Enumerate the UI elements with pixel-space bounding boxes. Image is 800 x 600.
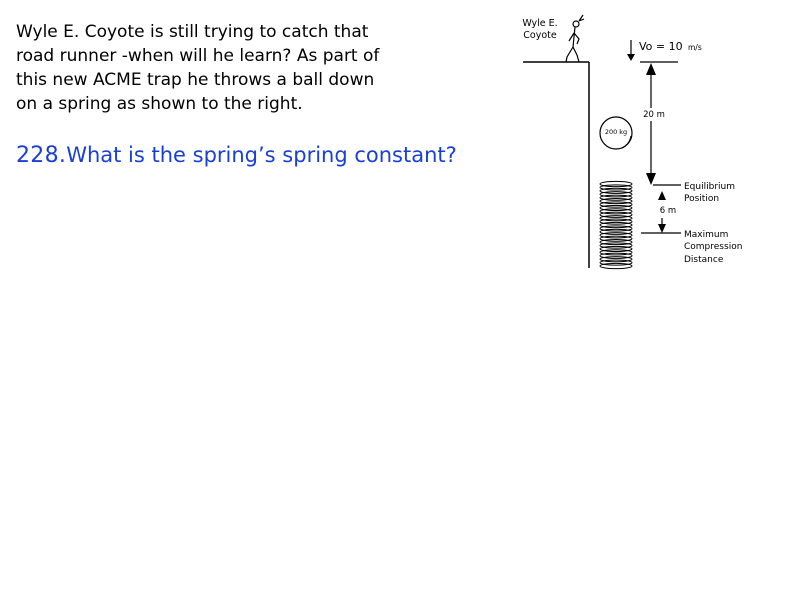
coyote-figure [565, 14, 585, 63]
spring-coil [599, 235, 633, 242]
spring-coil [599, 221, 633, 229]
spring-coil [599, 180, 633, 188]
spring-coil [599, 252, 633, 259]
spring-coil [599, 194, 633, 201]
drop-height-dimension [646, 63, 656, 185]
max-compression-label-line2: Compression [684, 242, 742, 252]
spring [599, 180, 633, 270]
spring-coil [599, 228, 633, 235]
ball: 200 kg [599, 116, 633, 150]
spring-coil [599, 245, 633, 253]
question-text: What is the spring’s spring constant? [66, 143, 457, 167]
spring-coil [599, 262, 633, 270]
question-228: 228.What is the spring’s spring constant… [16, 143, 457, 168]
problem-intro-text: Wyle E. Coyote is still trying to catch … [16, 22, 380, 114]
equilibrium-label-line1: Equilibrium [684, 182, 735, 192]
compression-dimension [658, 191, 666, 233]
spring-coil [599, 211, 633, 218]
spring-coil [599, 187, 633, 194]
spring-coil [599, 208, 633, 215]
spring-coil [599, 249, 633, 256]
spring-coil [599, 191, 633, 198]
coyote-label-line1: Wyle E. [522, 18, 557, 29]
spring-coil [599, 201, 633, 208]
coyote-label-line2: Coyote [523, 30, 557, 41]
spring-coil [599, 259, 633, 266]
spring-coil [599, 215, 633, 222]
spring-coil [599, 184, 633, 191]
spring-coil [599, 256, 633, 263]
spring-coil [599, 197, 633, 205]
equilibrium-label-line2: Position [684, 194, 719, 204]
spring-coil [599, 238, 633, 246]
max-compression-label-line3: Distance [684, 255, 724, 265]
velocity-label: Vo = 10 [639, 40, 683, 53]
spring-coil [599, 225, 633, 232]
spring-coil [599, 232, 633, 239]
ball-mass-label: 200 kg [605, 128, 627, 136]
spring-coil [599, 218, 633, 225]
question-number: 228. [16, 143, 67, 168]
cliff [523, 61, 590, 268]
max-compression-label-line1: Maximum [684, 230, 728, 240]
velocity-arrow [627, 40, 635, 61]
spring-coil [599, 204, 633, 212]
drop-height-label: 20 m [643, 110, 665, 120]
velocity-unit: m/s [688, 43, 702, 52]
compression-label: 6 m [660, 206, 676, 216]
spring-coil [599, 242, 633, 249]
